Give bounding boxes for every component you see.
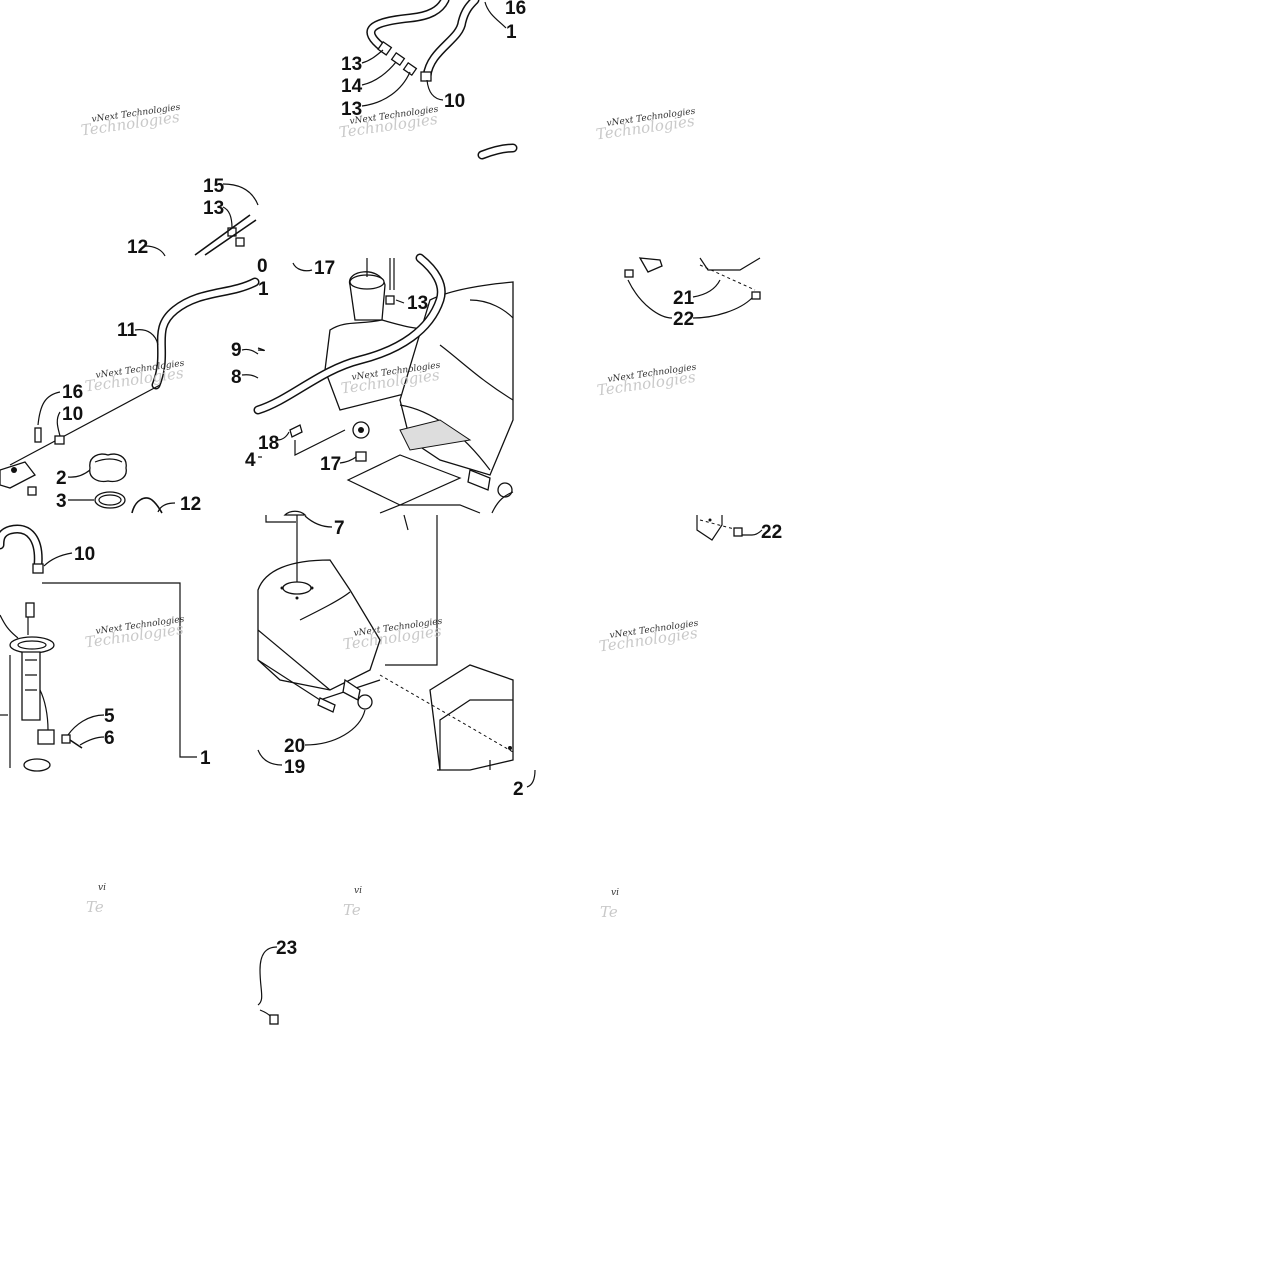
watermark-4: Technologies vNext Technologies [84,359,185,396]
callout-1-low: 1 [200,748,211,769]
watermark-7: Technologies vNext Technologies [84,615,185,652]
callout-13c: 13 [203,198,224,219]
watermark-fragment-1: vi [98,883,106,893]
fuel-hose-11 [9,277,260,466]
callout-20: 20 [284,736,305,757]
upper-left-fittings [144,183,259,257]
callout-23: 23 [276,938,297,959]
callout-13d: 13 [407,293,428,314]
panel-mount-lower [696,515,763,541]
callout-10-mid: 10 [62,404,83,425]
callout-17-mid: 17 [320,454,341,475]
callout-5: 5 [104,706,115,727]
watermark-fragment-2: Te [86,898,104,916]
callout-1-mid: 1 [258,279,269,300]
callout-2-low: 2 [513,779,524,800]
callout-18: 18 [258,433,279,454]
callout-22: 22 [673,309,694,330]
gas-cap-2 [67,453,176,514]
callout-13a: 13 [341,54,362,75]
callout-6: 6 [104,728,115,749]
callout-12-mid: 12 [180,494,201,515]
callout-15: 15 [203,176,225,197]
callout-3: 3 [56,491,67,512]
watermark-6: Technologies vNext Technologies [596,363,697,400]
callout-11: 11 [117,320,138,341]
callout-labels: 16 1 13 14 13 10 15 13 12 0 1 17 11 13 2… [56,0,782,959]
watermark-fragment-5: vi [611,888,619,898]
callout-16-top: 16 [505,0,526,19]
callout-0: 0 [257,256,268,277]
callout-8: 8 [231,367,242,388]
callout-9: 9 [231,340,242,361]
callout-14: 14 [341,76,363,97]
fastener-23 [257,946,279,1025]
fuel-pump-assembly [0,524,197,772]
callout-19: 19 [284,757,305,778]
watermark-fragment-6: Te [600,903,618,921]
top-hose-group [361,0,518,160]
watermark-fragment-4: Te [343,901,361,919]
callout-10-low: 10 [74,544,95,565]
watermark-3: Technologies vNext Technologies [595,107,696,144]
callout-21: 21 [673,288,695,309]
callout-1-top: 1 [506,22,517,43]
watermarks: Technologies vNext Technologies Technolo… [80,103,699,921]
callout-2-cap: 2 [56,468,67,489]
panel-mount-upper [624,257,761,319]
callout-16-mid: 16 [62,382,83,403]
watermark-fragment-3: vi [354,886,362,896]
callout-7: 7 [334,518,345,539]
fuel-tank-upper [241,253,514,514]
callout-10-top: 10 [444,91,465,112]
watermark-1: Technologies vNext Technologies [80,103,181,140]
callout-13b: 13 [341,99,362,120]
fuel-tank-lower [257,510,536,788]
callout-12-top: 12 [127,237,148,258]
watermark-9: Technologies vNext Technologies [598,619,699,656]
callout-22-low: 22 [761,522,782,543]
callout-17-top: 17 [314,258,335,279]
callout-4: 4 [245,450,256,471]
fuel-pump-bracket-top [0,391,65,496]
